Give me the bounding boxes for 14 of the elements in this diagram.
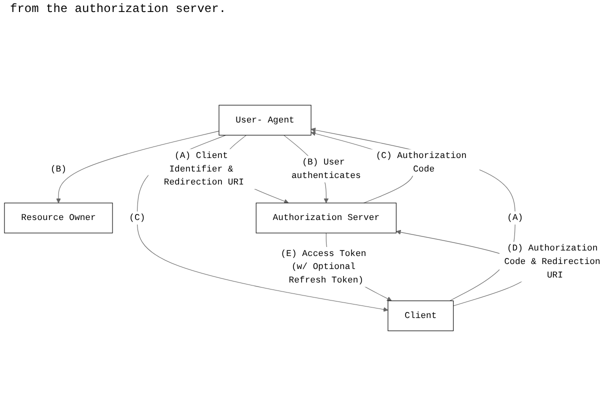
node-box: Resource Owner xyxy=(4,202,113,234)
edge-label: (B) xyxy=(50,164,66,174)
edge-label: (A) Client Identifier & Redirection URI xyxy=(164,150,244,188)
edge-label: (C) Authorization Code xyxy=(376,150,467,174)
node-box: Client xyxy=(388,300,454,332)
arrow xyxy=(56,130,220,204)
edge-label: (B) User authenticates xyxy=(291,157,361,181)
note-text: from the authorization server. xyxy=(10,2,226,16)
edge-label: (C) xyxy=(129,213,146,223)
edge-label: (D) Authorization Code & Redirection URI xyxy=(504,243,600,280)
node-box: User- Agent xyxy=(218,104,312,136)
node-box: Authorization Server xyxy=(256,202,396,234)
edge-label: (A) xyxy=(507,213,524,223)
edge-label: (E) Access Token (w/ Optional Refresh Token) xyxy=(280,248,366,286)
